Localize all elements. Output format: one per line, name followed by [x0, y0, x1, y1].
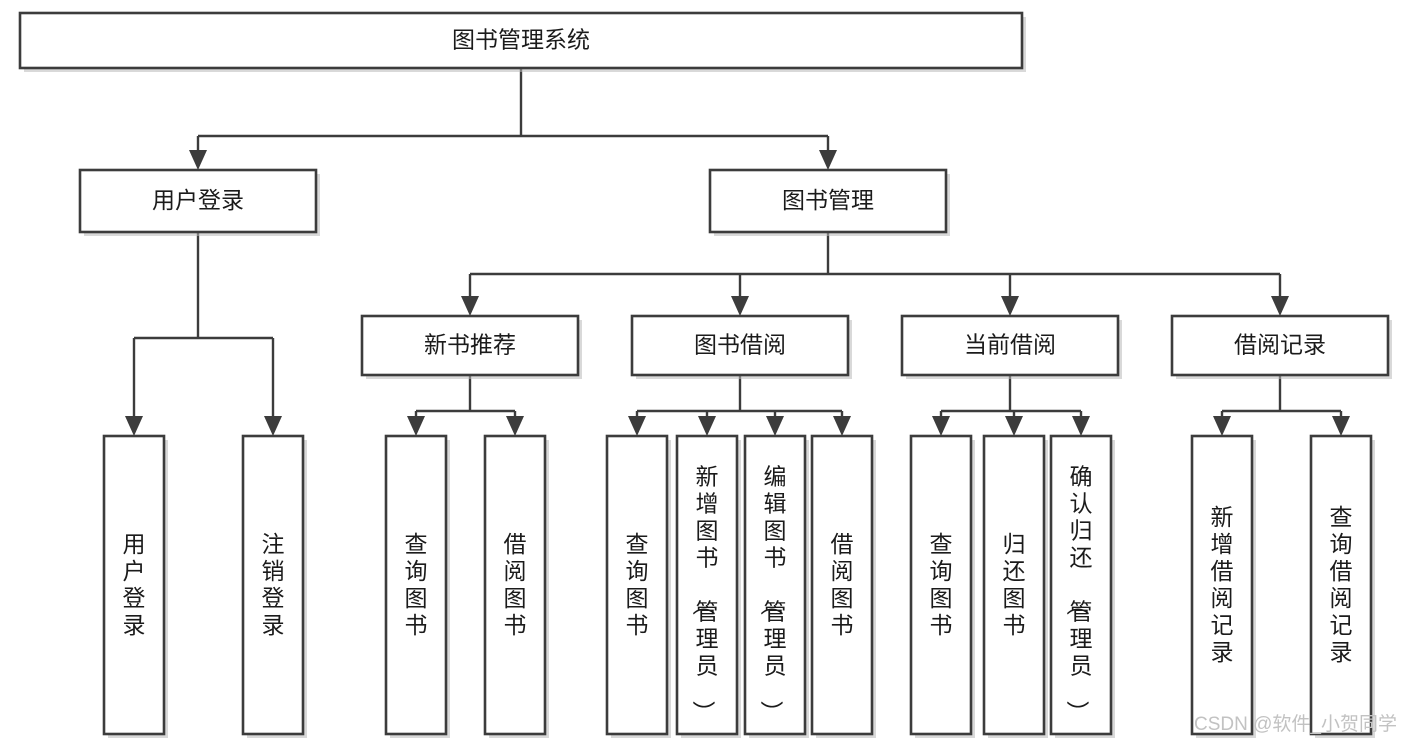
- box-outline[interactable]: [483, 434, 547, 736]
- node-label: 用户登录: [123, 531, 146, 638]
- box-outline[interactable]: [1170, 314, 1390, 377]
- node-label: 确认归还（管理员）: [1065, 464, 1093, 724]
- node-leaf-add-record[interactable]: 新增借阅记录: [1190, 434, 1256, 738]
- arrow-to-new-book-recommend: [461, 296, 479, 316]
- node-leaf-edit-book[interactable]: 编辑图书（管理员）: [743, 434, 809, 738]
- box-outline[interactable]: [708, 168, 948, 234]
- node-label: 借阅图书: [831, 531, 854, 638]
- arrow-to-leaf-add-book: [698, 416, 716, 436]
- csdn-watermark: CSDN @软件_小贺同学: [1194, 713, 1397, 735]
- box-outline[interactable]: [982, 434, 1046, 736]
- node-new-book-recommend[interactable]: 新书推荐: [360, 314, 582, 379]
- arrow-to-leaf-query-book-2: [628, 416, 646, 436]
- arrow-to-leaf-confirm-return: [1072, 416, 1090, 436]
- arrow-to-leaf-add-record: [1213, 416, 1231, 436]
- node-label: 图书借阅: [694, 332, 786, 358]
- box-outline[interactable]: [102, 434, 166, 736]
- arrow-to-leaf-query-record: [1332, 416, 1350, 436]
- node-leaf-query-book-2[interactable]: 查询图书: [605, 434, 671, 738]
- node-leaf-return-book[interactable]: 归还图书: [982, 434, 1048, 738]
- arrow-to-borrow-record: [1271, 296, 1289, 316]
- arrow-to-leaf-return-book: [1005, 416, 1023, 436]
- box-outline[interactable]: [900, 314, 1120, 377]
- node-label: 归还图书: [1003, 531, 1026, 638]
- node-book-borrow[interactable]: 图书借阅: [630, 314, 852, 379]
- arrow-to-current-borrow: [1001, 296, 1019, 316]
- arrow-to-leaf-query-book-3: [932, 416, 950, 436]
- node-book-manage[interactable]: 图书管理: [708, 168, 950, 236]
- arrow-to-book-borrow: [731, 296, 749, 316]
- node-label: 新增图书（管理员）: [691, 464, 719, 724]
- node-leaf-query-book-1[interactable]: 查询图书: [384, 434, 450, 738]
- node-current-borrow[interactable]: 当前借阅: [900, 314, 1122, 379]
- node-leaf-user-logout[interactable]: 注销登录: [241, 434, 307, 738]
- node-leaf-user-login[interactable]: 用户登录: [102, 434, 168, 738]
- box-outline[interactable]: [360, 314, 580, 377]
- node-label: 新增借阅记录: [1211, 504, 1234, 665]
- node-layer: 图书管理系统用户登录图书管理新书推荐图书借阅当前借阅借阅记录用户登录注销登录查询…: [18, 11, 1392, 738]
- box-outline[interactable]: [675, 434, 739, 736]
- node-label: 查询借阅记录: [1330, 504, 1353, 665]
- node-leaf-add-book[interactable]: 新增图书（管理员）: [675, 434, 741, 738]
- arrow-to-leaf-borrow-book-2: [833, 416, 851, 436]
- node-label: 新书推荐: [424, 332, 516, 358]
- node-label: 查询图书: [626, 531, 649, 638]
- box-outline[interactable]: [18, 11, 1024, 70]
- node-label: 注销登录: [262, 531, 285, 638]
- node-label: 图书管理: [782, 187, 874, 213]
- arrow-to-leaf-borrow-book-1: [506, 416, 524, 436]
- node-leaf-query-record[interactable]: 查询借阅记录: [1309, 434, 1375, 738]
- box-outline[interactable]: [810, 434, 874, 736]
- box-outline[interactable]: [384, 434, 448, 736]
- box-outline[interactable]: [1190, 434, 1254, 736]
- arrow-to-leaf-query-book-1: [407, 416, 425, 436]
- node-label: 用户登录: [152, 187, 244, 213]
- box-outline[interactable]: [78, 168, 318, 234]
- arrow-to-user-login: [189, 150, 207, 170]
- node-label: 查询图书: [930, 531, 953, 638]
- node-label: 借阅图书: [504, 531, 527, 638]
- node-leaf-confirm-return[interactable]: 确认归还（管理员）: [1049, 434, 1115, 738]
- arrow-to-leaf-user-login: [125, 416, 143, 436]
- arrow-to-book-manage: [819, 150, 837, 170]
- box-outline[interactable]: [909, 434, 973, 736]
- node-user-login[interactable]: 用户登录: [78, 168, 320, 236]
- arrow-to-leaf-user-logout: [264, 416, 282, 436]
- node-borrow-record[interactable]: 借阅记录: [1170, 314, 1392, 379]
- box-outline[interactable]: [1309, 434, 1373, 736]
- node-label: 图书管理系统: [452, 27, 590, 53]
- box-outline[interactable]: [630, 314, 850, 377]
- node-label: 查询图书: [405, 531, 428, 638]
- node-leaf-borrow-book-1[interactable]: 借阅图书: [483, 434, 549, 738]
- box-outline[interactable]: [1049, 434, 1113, 736]
- node-label: 编辑图书（管理员）: [759, 464, 787, 724]
- box-outline[interactable]: [605, 434, 669, 736]
- node-leaf-borrow-book-2[interactable]: 借阅图书: [810, 434, 876, 738]
- node-leaf-query-book-3[interactable]: 查询图书: [909, 434, 975, 738]
- node-label: 借阅记录: [1234, 332, 1326, 358]
- box-outline[interactable]: [241, 434, 305, 736]
- connector-layer: [125, 68, 1350, 436]
- node-root-system[interactable]: 图书管理系统: [18, 11, 1026, 72]
- arrow-to-leaf-edit-book: [766, 416, 784, 436]
- node-label: 当前借阅: [964, 332, 1056, 358]
- box-outline[interactable]: [743, 434, 807, 736]
